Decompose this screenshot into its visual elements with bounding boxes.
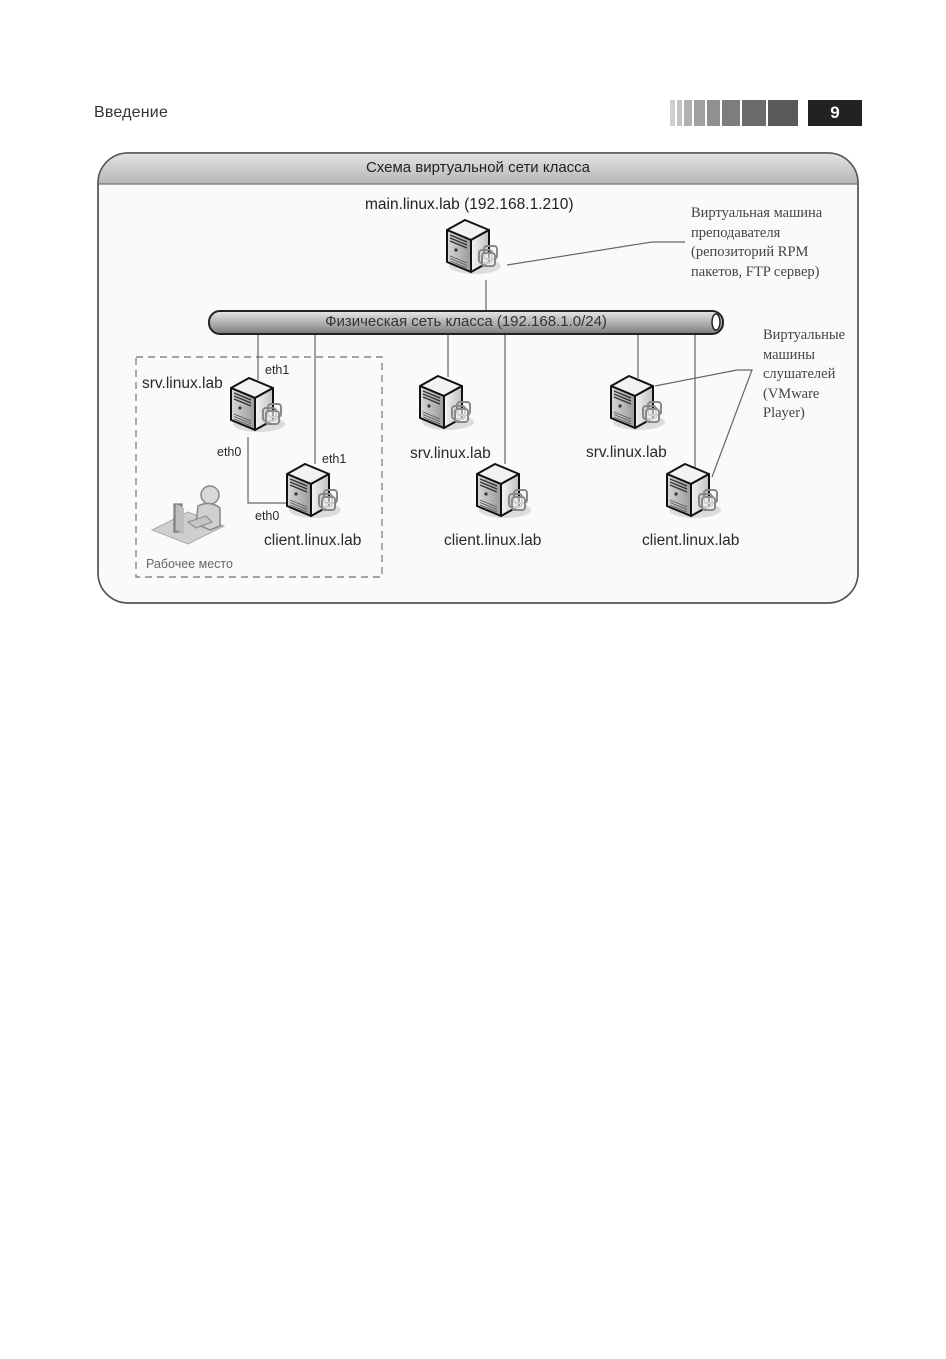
page-decoration-strip [670, 100, 798, 126]
page-number: 9 [808, 100, 862, 126]
section-title: Введение [94, 104, 169, 121]
figure-header-bar [98, 153, 858, 184]
network-links [247, 241, 753, 504]
diagram-canvas [97, 152, 859, 604]
ws-srv-eth0-label: eth0 [217, 445, 242, 459]
ws-client-eth0-label: eth0 [255, 509, 280, 523]
g3-client-label: client.linux.lab [642, 532, 740, 549]
network-label: Физическая сеть класса (192.168.1.0/24) [325, 313, 607, 330]
ws-client-eth1-label: eth1 [322, 452, 347, 466]
ws-srv-eth1-label: eth1 [265, 363, 290, 377]
user-at-desk-icon [150, 485, 226, 545]
ws-srv-label: srv.linux.lab [142, 375, 223, 392]
network-diagram: Схема виртуальной сети класса main.linux… [97, 152, 859, 604]
g2-srv-label: srv.linux.lab [410, 445, 491, 462]
g2-client-label: client.linux.lab [444, 532, 542, 549]
workstation-group [135, 356, 383, 578]
g3-srv-label: srv.linux.lab [586, 444, 667, 461]
ws-client-label: client.linux.lab [264, 532, 362, 549]
main-host-label: main.linux.lab (192.168.1.210) [365, 196, 574, 213]
student-vms-note: Виртуальные машины слушателей (VMware Pl… [763, 327, 846, 421]
workstation-label: Рабочее место [146, 557, 233, 571]
network-pipe [208, 310, 724, 335]
teacher-vm-note: Виртуальная машина преподавателя (репози… [691, 205, 823, 280]
figure-title: Схема виртуальной сети класса [365, 159, 591, 176]
